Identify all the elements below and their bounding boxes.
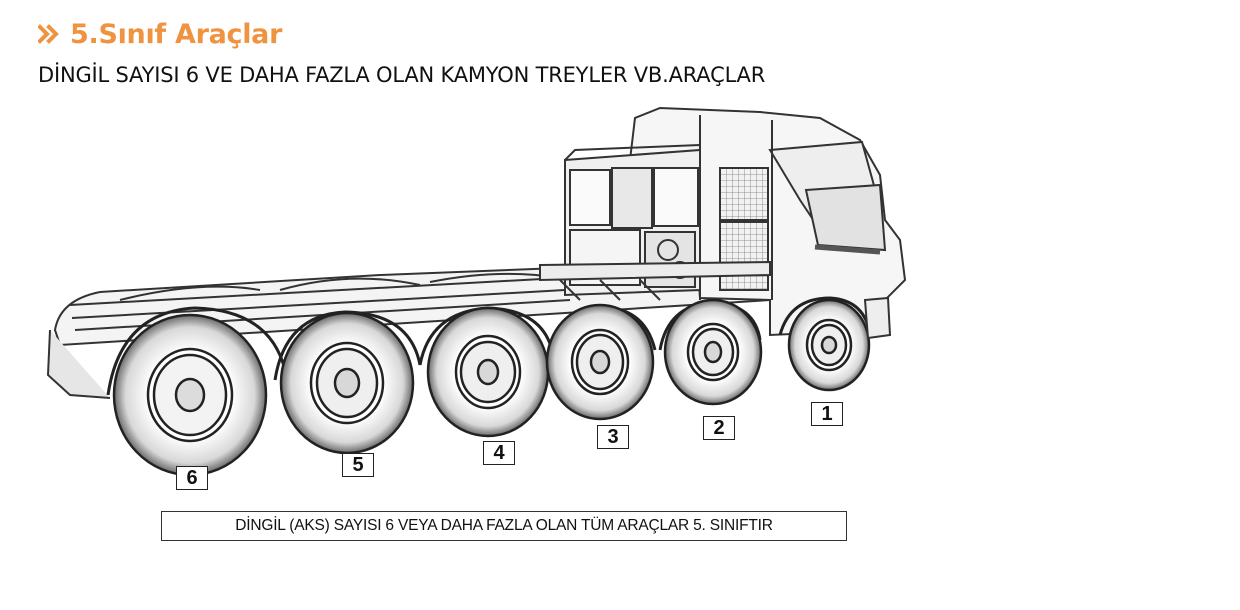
- axle-label-1: 1: [811, 402, 843, 426]
- axle-label-3: 3: [597, 425, 629, 449]
- axle-label-6: 6: [176, 466, 208, 490]
- cab: [539, 106, 907, 337]
- wheel-4: [426, 306, 550, 438]
- double-chevron-right-icon: [38, 24, 59, 44]
- wheel-2: [663, 298, 763, 406]
- section-subtitle: DİNGİL SAYISI 6 VE DAHA FAZLA OLAN KAMYO…: [38, 63, 766, 87]
- section-title-text: 5.Sınıf Araçlar: [70, 18, 283, 50]
- axle-label-5: 5: [342, 453, 374, 477]
- wheel-3: [545, 303, 655, 421]
- axle-label-2: 2: [703, 416, 735, 440]
- axle-label-4: 4: [483, 441, 515, 465]
- figure-caption: DİNGİL (AKS) SAYISI 6 VEYA DAHA FAZLA OL…: [161, 511, 847, 541]
- front-bumper: [863, 296, 892, 340]
- section-title: 5.Sınıf Araçlar: [38, 14, 282, 54]
- wheels: [112, 298, 871, 477]
- wheel-6: [112, 313, 268, 477]
- wheel-5: [279, 311, 415, 455]
- wheel-1: [787, 298, 871, 392]
